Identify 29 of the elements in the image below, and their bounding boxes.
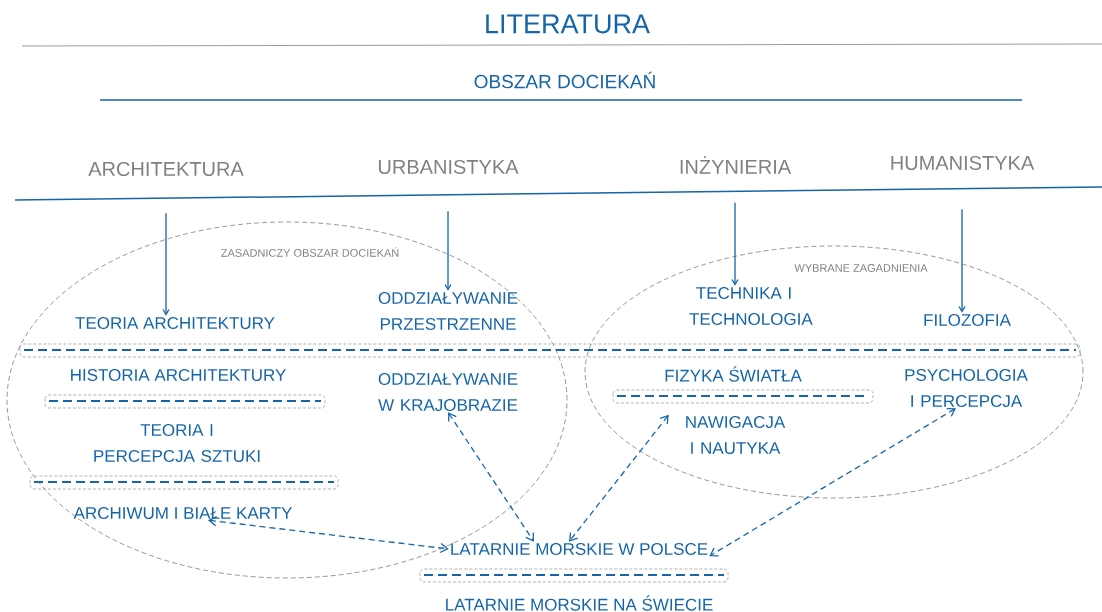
topic-label: ARCHIWUM I BIAŁE KARTY: [73, 506, 293, 519]
arrow: [162, 212, 170, 316]
category-label: HUMANISTYKA: [891, 155, 1035, 171]
title: LITERATURA: [486, 14, 650, 34]
arrow: [958, 208, 966, 313]
category-label: INŻYNIERIA: [680, 156, 792, 174]
topic-label: TECHNIKA I TECHNOLOGIA: [689, 286, 813, 325]
category-label: URBANISTYKA: [378, 159, 519, 175]
dashed-arrow: [569, 414, 669, 542]
dashed-arrow: [448, 412, 534, 542]
heading: OBSZAR DOCIEKAŃ: [474, 71, 655, 89]
topic-label: HISTORIA ARCHITEKTURY: [71, 368, 286, 381]
arrow: [444, 210, 452, 291]
topic-label: ODDZIAŁYWANIE PRZESTRZENNE: [378, 291, 518, 330]
topic-label: TEORIA ARCHITEKTURY: [75, 316, 275, 329]
topic-label: FIZYKA ŚWIATŁA: [665, 366, 802, 382]
topic-label: NAWIGACJA I NAUTYKA: [686, 415, 786, 454]
topic-label: LATARNIE MORSKIE NA ŚWIECIE: [446, 595, 713, 611]
topic-label: PSYCHOLOGIA I PERCEPCJA: [905, 368, 1028, 407]
category-label: ARCHITEKTURA: [88, 161, 244, 177]
topic-label: FILOZOFIA: [924, 313, 1011, 326]
topic-label: ODDZIAŁYWANIE W KRAJOBRAZIE: [378, 372, 518, 411]
topic-label: LATARNIE MORSKIE W POLSCE: [451, 542, 708, 555]
group-heading: WYBRANE ZAGADNIENIA: [794, 264, 928, 272]
dashed-arrow: [208, 516, 449, 554]
arrow: [731, 202, 739, 286]
dashed-arrow: [709, 407, 956, 557]
group-heading: ZASADNICZY OBSZAR DOCIEKAŃ: [221, 247, 399, 257]
topic-label: TEORIA I PERCEPCJA SZTUKI: [94, 423, 260, 462]
